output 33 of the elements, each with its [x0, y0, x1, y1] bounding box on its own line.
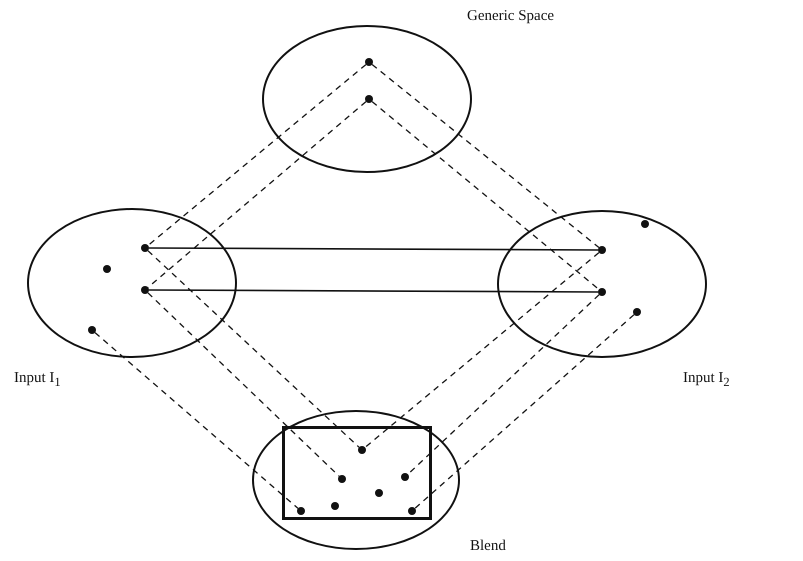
point-dot	[88, 326, 96, 334]
space-label: Generic Space	[467, 8, 554, 25]
connector-line	[149, 247, 598, 251]
point-dot	[401, 473, 409, 481]
dashed-line	[148, 64, 366, 246]
point-dot	[103, 265, 111, 273]
space-label: Blend	[470, 538, 506, 555]
dashed-line	[372, 101, 600, 290]
point-dot	[633, 308, 641, 316]
dashed-line	[372, 64, 600, 248]
dashed-line	[147, 250, 360, 448]
point-dot	[141, 244, 149, 252]
dashed-line	[414, 314, 634, 509]
point-dot	[365, 95, 373, 103]
point-dot	[375, 489, 383, 497]
dashed-line	[407, 294, 600, 475]
point-dot	[358, 446, 366, 454]
dashed-line	[147, 292, 340, 477]
frame-rectangle	[282, 426, 432, 520]
connector-line	[149, 289, 598, 293]
point-dot	[297, 507, 305, 515]
point-dot	[141, 286, 149, 294]
space-label: Input I$_{2}$	[683, 370, 730, 390]
dashed-line	[364, 252, 600, 448]
point-dot	[338, 475, 346, 483]
space-label: Input I$_{1}$	[14, 370, 61, 390]
dashed-line	[94, 332, 298, 509]
point-dot	[641, 220, 649, 228]
point-dot	[598, 246, 606, 254]
point-dot	[408, 507, 416, 515]
point-dot	[331, 502, 339, 510]
point-dot	[598, 288, 606, 296]
point-dot	[365, 58, 373, 66]
